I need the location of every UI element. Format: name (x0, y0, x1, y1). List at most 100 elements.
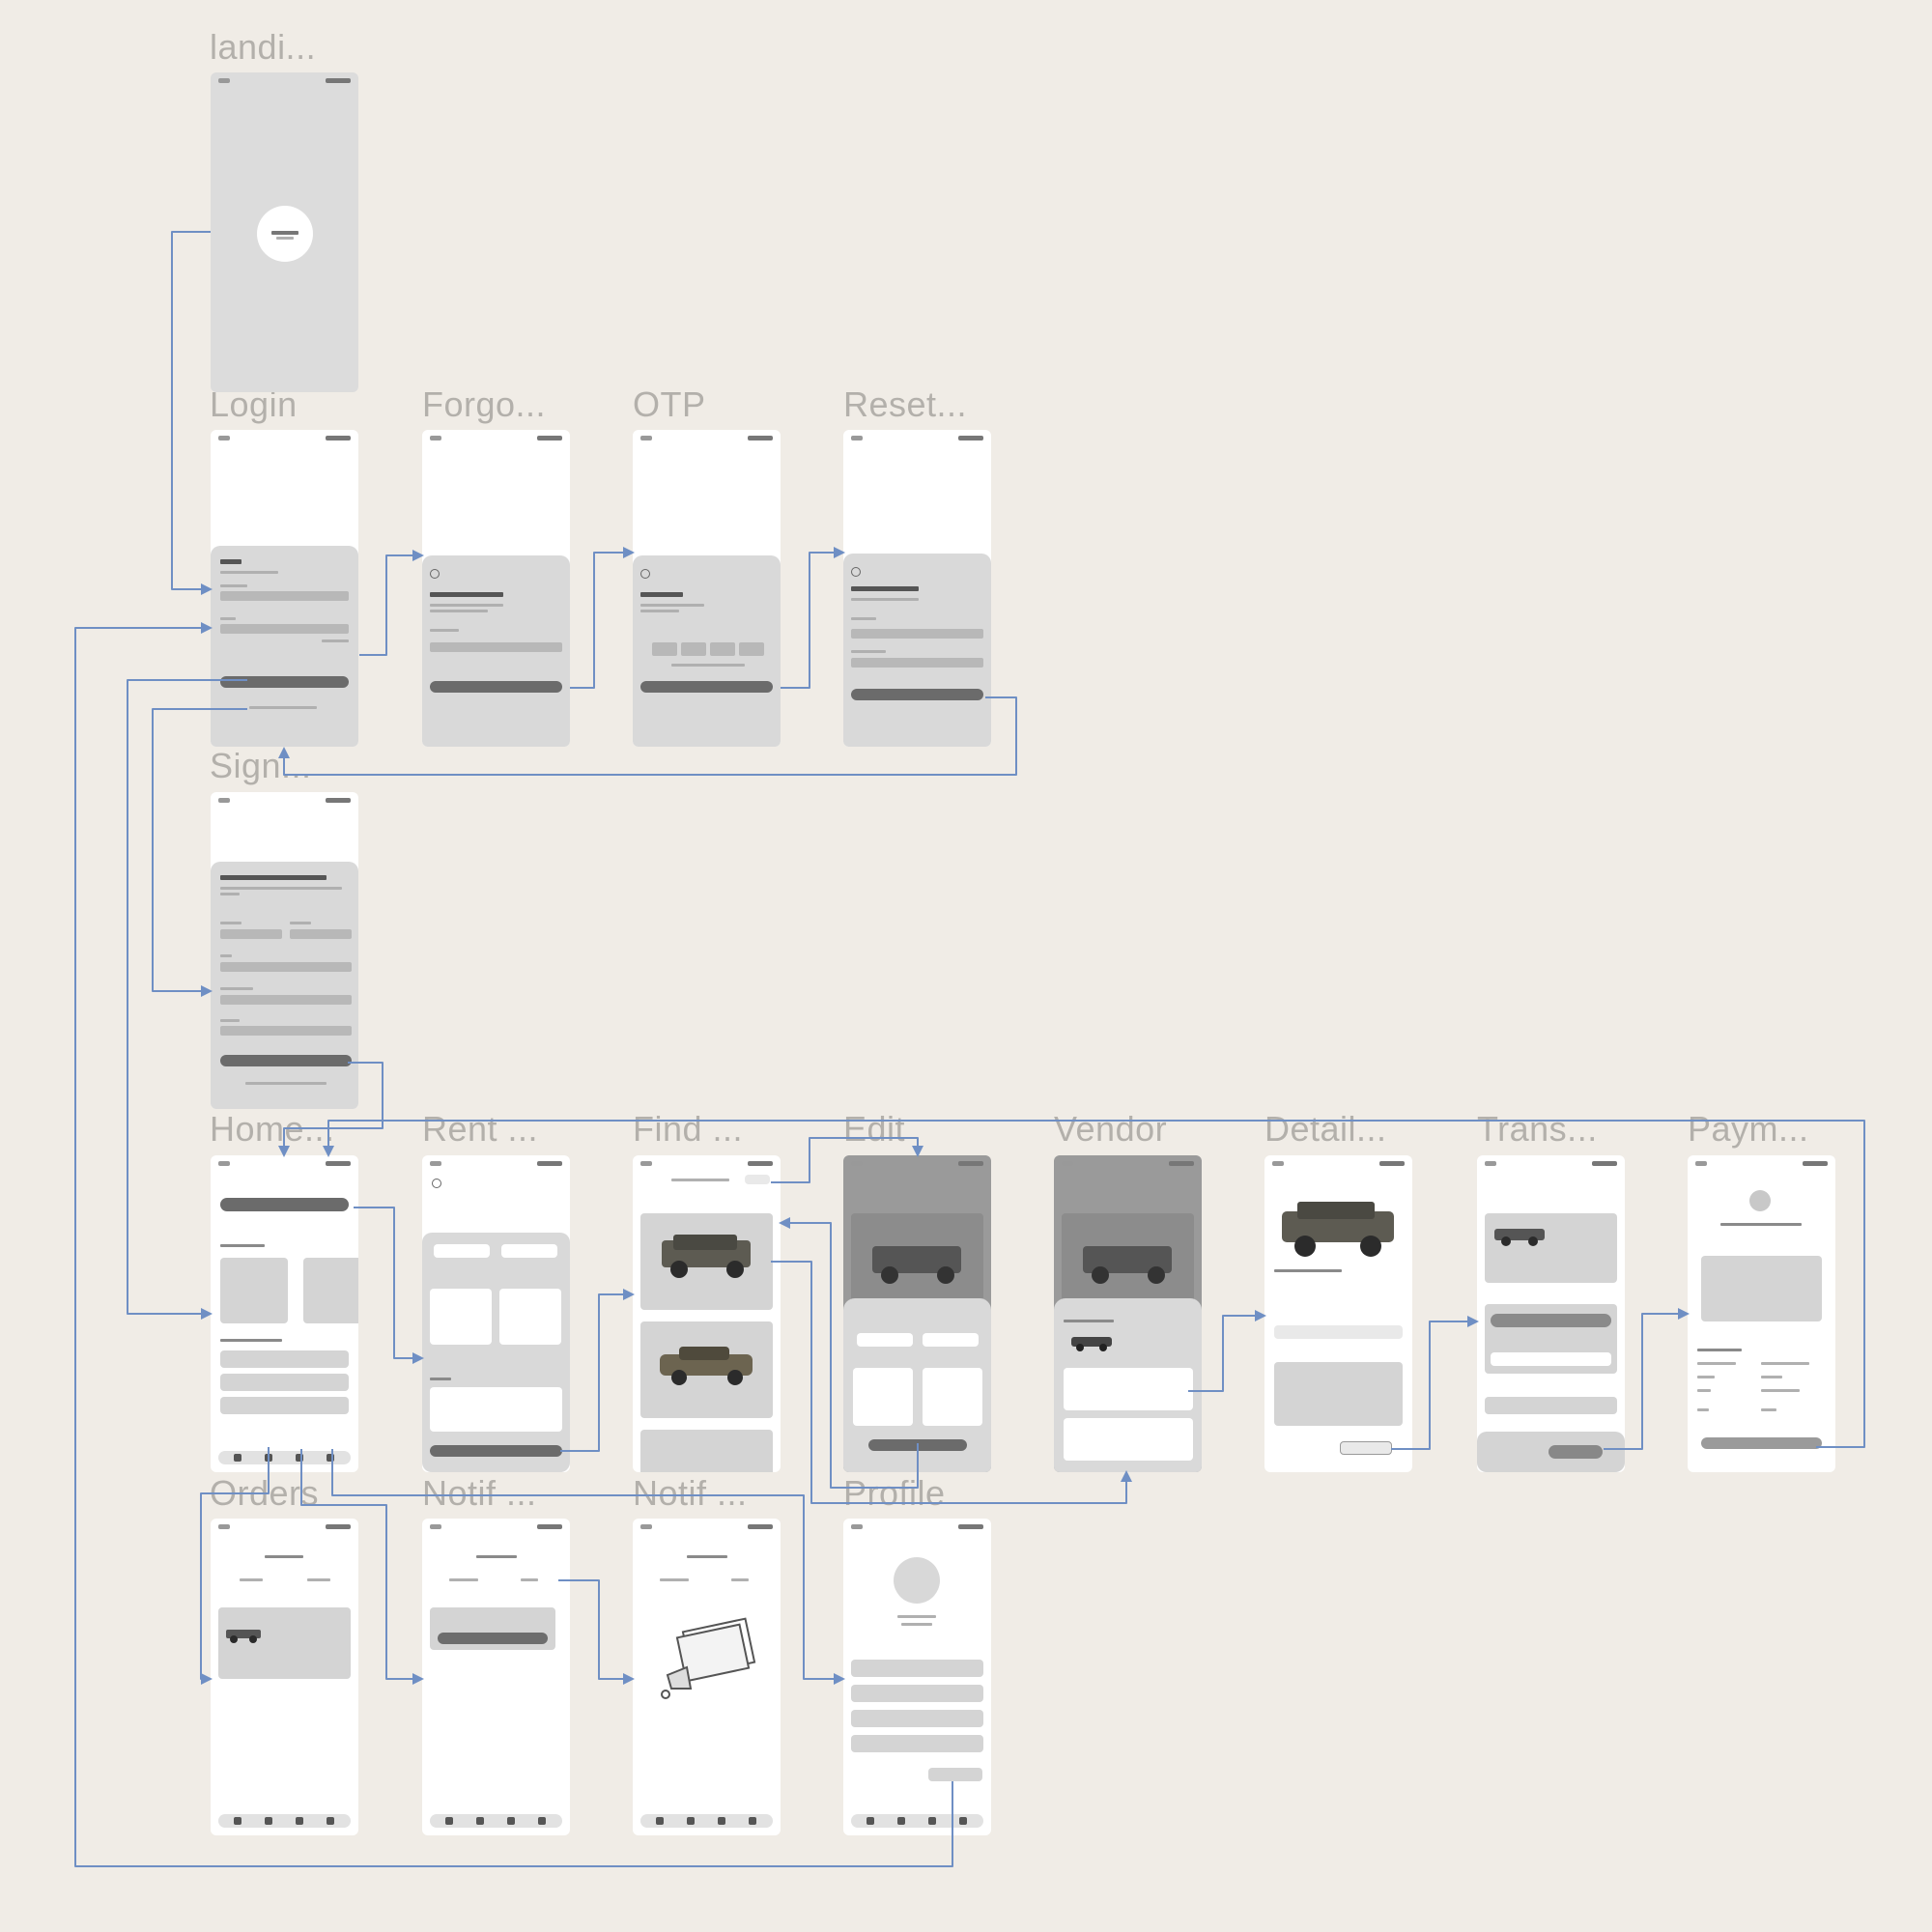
continue-button[interactable] (430, 1445, 562, 1457)
pickup-date-field[interactable] (434, 1244, 490, 1258)
verify-button[interactable] (640, 681, 773, 693)
frame-label-notif1[interactable]: Notif ... (422, 1473, 537, 1513)
frame-reset[interactable] (843, 430, 991, 747)
bottom-nav[interactable] (851, 1814, 983, 1828)
pickup-options[interactable] (430, 1289, 492, 1345)
frame-trans[interactable] (1477, 1155, 1625, 1472)
return-options[interactable] (499, 1289, 561, 1345)
edit-button[interactable] (745, 1175, 770, 1184)
frame-landing[interactable] (211, 72, 358, 392)
frame-otp[interactable] (633, 430, 781, 747)
order-card[interactable] (218, 1607, 351, 1679)
list-item[interactable] (220, 1350, 349, 1368)
otp-box[interactable] (681, 642, 706, 656)
frame-find[interactable] (633, 1155, 781, 1472)
profile-menu-item[interactable] (851, 1685, 983, 1702)
back-icon[interactable] (851, 567, 861, 577)
login-button[interactable] (220, 676, 349, 688)
frame-label-reset[interactable]: Reset... (843, 384, 968, 424)
avatar-icon[interactable] (894, 1557, 940, 1604)
pickup-date-field[interactable] (857, 1333, 913, 1347)
return-options[interactable] (923, 1368, 982, 1426)
frame-label-vendor[interactable]: Vendor (1054, 1109, 1168, 1149)
frame-orders[interactable] (211, 1519, 358, 1835)
pickup-options[interactable] (853, 1368, 913, 1426)
category-card[interactable] (303, 1258, 358, 1323)
last-name-field[interactable] (290, 929, 352, 939)
bottom-nav[interactable] (218, 1814, 351, 1828)
frame-label-notif2[interactable]: Notif ... (633, 1473, 748, 1513)
logout-button[interactable] (928, 1768, 982, 1781)
car-card[interactable] (640, 1213, 773, 1310)
frame-label-signup[interactable]: Sign... (210, 746, 312, 785)
email-field[interactable] (220, 962, 352, 972)
payment-method[interactable] (1485, 1304, 1617, 1374)
frame-payment[interactable] (1688, 1155, 1835, 1472)
payment-option[interactable] (1491, 1314, 1611, 1327)
car-card[interactable] (640, 1430, 773, 1472)
signup-button[interactable] (220, 1055, 352, 1066)
vendor-option[interactable] (1064, 1418, 1193, 1461)
done-button[interactable] (1701, 1437, 1822, 1449)
otp-box[interactable] (710, 642, 735, 656)
list-item[interactable] (220, 1374, 349, 1391)
return-date-field[interactable] (501, 1244, 557, 1258)
notification-card[interactable] (430, 1607, 555, 1650)
list-item[interactable] (220, 1397, 349, 1414)
bottom-nav[interactable] (640, 1814, 773, 1828)
password-field[interactable] (220, 624, 349, 634)
notification-action[interactable] (438, 1633, 548, 1644)
card-field[interactable] (1491, 1352, 1611, 1366)
status-bar (1062, 1161, 1194, 1169)
send-button[interactable] (430, 681, 562, 693)
otp-box[interactable] (652, 642, 677, 656)
frame-notif2[interactable] (633, 1519, 781, 1835)
frame-detail[interactable] (1264, 1155, 1412, 1472)
profile-menu-item[interactable] (851, 1735, 983, 1752)
reset-button[interactable] (851, 689, 983, 700)
vendor-option[interactable] (1064, 1368, 1193, 1410)
pay-button[interactable] (1548, 1445, 1603, 1459)
frame-label-rent[interactable]: Rent ... (422, 1109, 539, 1149)
confirm-password-field[interactable] (851, 658, 983, 668)
new-password-field[interactable] (851, 629, 983, 639)
frame-label-otp[interactable]: OTP (633, 384, 706, 424)
profile-menu-item[interactable] (851, 1710, 983, 1727)
category-card[interactable] (220, 1258, 288, 1323)
email-field[interactable] (220, 591, 349, 601)
photo-upload[interactable] (430, 1387, 562, 1432)
frame-notif1[interactable] (422, 1519, 570, 1835)
bottom-nav[interactable] (430, 1814, 562, 1828)
frame-login[interactable] (211, 430, 358, 747)
frame-label-trans[interactable]: Trans... (1477, 1109, 1598, 1149)
frame-label-profile[interactable]: Profile (843, 1473, 946, 1513)
return-date-field[interactable] (923, 1333, 979, 1347)
frame-signup[interactable] (211, 792, 358, 1109)
frame-label-find[interactable]: Find ... (633, 1109, 744, 1149)
frame-rent[interactable] (422, 1155, 570, 1472)
first-name-field[interactable] (220, 929, 282, 939)
frame-label-payment[interactable]: Paym... (1688, 1109, 1809, 1149)
back-icon[interactable] (430, 569, 440, 579)
frame-label-forgot[interactable]: Forgo... (422, 384, 547, 424)
frame-edit[interactable] (843, 1155, 991, 1472)
frame-vendor[interactable] (1054, 1155, 1202, 1472)
promo-field[interactable] (1485, 1397, 1617, 1414)
back-icon[interactable] (432, 1179, 441, 1188)
frame-forgot[interactable] (422, 430, 570, 747)
link-landing-login (171, 231, 213, 595)
frame-label-landing[interactable]: landi... (210, 27, 317, 67)
profile-menu-item[interactable] (851, 1660, 983, 1677)
otp-box[interactable] (739, 642, 764, 656)
frame-profile[interactable] (843, 1519, 991, 1835)
frame-label-edit[interactable]: Edit (843, 1109, 906, 1149)
frame-home[interactable] (211, 1155, 358, 1472)
otp-sheet (633, 555, 781, 747)
search-bar[interactable] (220, 1198, 349, 1211)
phone-field[interactable] (220, 995, 352, 1005)
frame-label-detail[interactable]: Detail... (1264, 1109, 1387, 1149)
email-field[interactable] (430, 642, 562, 652)
password-field[interactable] (220, 1026, 352, 1036)
back-icon[interactable] (640, 569, 650, 579)
car-card[interactable] (640, 1321, 773, 1418)
